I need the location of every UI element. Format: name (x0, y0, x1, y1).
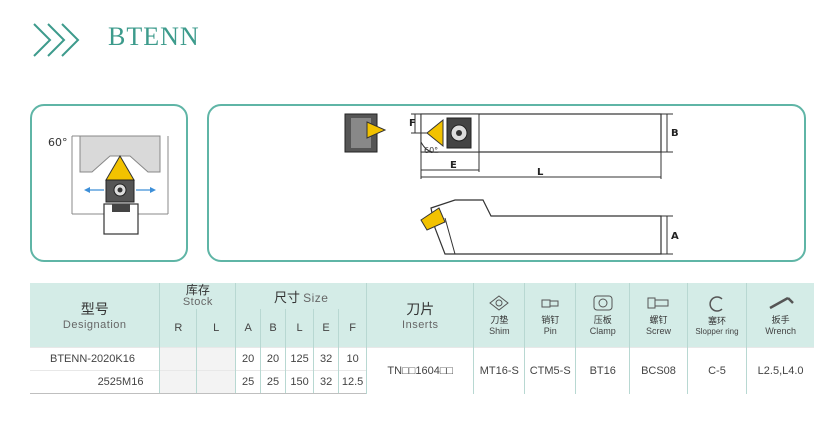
stopper-ring-icon (709, 295, 723, 312)
insert-cell: TN□□1604□□ (366, 347, 474, 394)
screw-cell: BCS08 (629, 347, 688, 394)
dim-label-b: B (671, 128, 679, 139)
pin-header-cn: 销钉 (541, 315, 560, 325)
wrench-cell: L2.5,L4.0 (746, 347, 814, 394)
size-a-cell: 25 (235, 370, 261, 394)
size-col-a: A (235, 309, 261, 348)
designation-cell: BTENN-2020K16 (30, 347, 160, 371)
wrench-header-cn: 扳手 (771, 315, 790, 325)
ring-header-en: Slopper ring (695, 326, 739, 336)
table-row: 2525M16 25 25 150 32 12.5 (30, 370, 814, 394)
dim-label-l: L (537, 167, 544, 178)
size-col-l: L (284, 309, 314, 348)
size-col-e: E (313, 309, 339, 348)
inserts-header-en: Inserts (402, 319, 439, 331)
inserts-header-cn: 刀片 (406, 301, 435, 317)
table-row: BTENN-2020K16 20 20 125 32 10 TN□□1604□□… (30, 347, 814, 394)
stock-r-cell (159, 370, 197, 394)
size-f-cell: 10 (338, 347, 367, 371)
size-header-en: Size (303, 290, 329, 305)
clamp-header-cn: 压板 (593, 315, 612, 325)
stock-header-cn: 库存 (185, 283, 210, 298)
ring-header-cn: 塞环 (707, 315, 726, 326)
size-e-cell: 32 (313, 347, 339, 371)
clamp-cell: BT16 (575, 347, 630, 394)
designation-cell: 2525M16 (30, 370, 160, 394)
size-b-cell: 25 (260, 370, 286, 394)
shim-icon (489, 295, 510, 311)
ring-cell: C-5 (686, 347, 747, 394)
spec-table: 型号 Designation 库存 Stock 尺寸 Size 刀片 Inser… (30, 283, 814, 394)
stock-r-header: R (159, 309, 197, 348)
chevron-logo-icon (33, 23, 80, 57)
dim-label-e: E (450, 160, 457, 171)
page-title: BTENN (108, 22, 200, 51)
size-l-cell: 125 (284, 347, 314, 371)
wrench-icon (769, 296, 794, 310)
size-col-f: F (338, 309, 367, 348)
dim-label-f: F (409, 118, 416, 129)
stock-l-cell (196, 370, 236, 394)
dim-label-a: A (671, 231, 679, 242)
stock-r-cell (159, 347, 197, 371)
size-header-cn: 尺寸 (273, 289, 300, 305)
size-b-cell: 20 (260, 347, 286, 371)
designation-header-cn: 型号 (80, 301, 109, 317)
size-l-cell: 150 (284, 370, 314, 394)
angle-label-left: 60° (48, 136, 68, 149)
size-a-cell: 20 (235, 347, 261, 371)
clamp-icon (593, 295, 613, 311)
wrench-header-en: Wrench (765, 326, 797, 336)
designation-header-en: Designation (62, 319, 127, 331)
stock-l-header: L (196, 309, 236, 348)
size-e-cell: 32 (313, 370, 339, 394)
screw-header-en: Screw (645, 326, 671, 336)
clamp-header-en: Clamp (589, 326, 616, 336)
screw-header-cn: 螺钉 (649, 315, 668, 325)
pin-cell: CTM5-S (524, 347, 576, 394)
shim-header-en: Shim (489, 326, 510, 336)
stock-header-en: Stock (182, 296, 213, 309)
shim-header-cn: 刀垫 (490, 315, 509, 325)
shim-cell: MT16-S (473, 347, 525, 394)
angle-label-right: 60° (424, 146, 439, 155)
size-col-b: B (260, 309, 286, 348)
pin-header-en: Pin (543, 326, 557, 336)
screw-icon (647, 297, 669, 309)
dimension-diagram (344, 113, 673, 255)
stock-l-cell (196, 347, 236, 371)
side-view-diagram (71, 135, 169, 235)
size-f-cell: 12.5 (338, 370, 367, 394)
pin-icon (541, 299, 559, 308)
